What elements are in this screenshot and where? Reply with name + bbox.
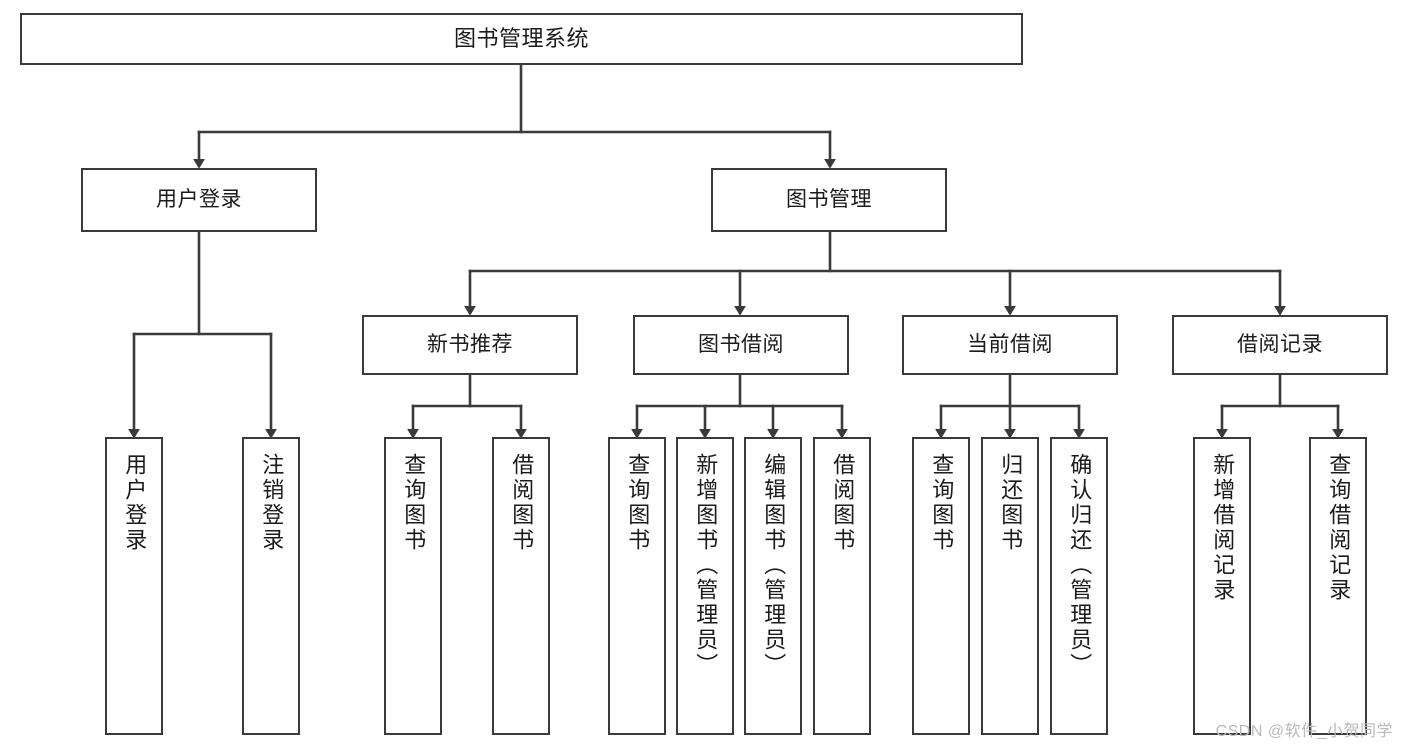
watermark-text: CSDN @软件_小贺同学	[1215, 723, 1393, 740]
node-leaf-record-query[interactable]: 查询借阅记录	[1309, 437, 1367, 735]
node-label: 借阅图书	[830, 453, 856, 553]
node-label: 用户登录	[156, 188, 242, 212]
node-leaf-user-login[interactable]: 用户登录	[105, 437, 163, 735]
node-leaf-record-add[interactable]: 新增借阅记录	[1193, 437, 1251, 735]
node-新书推荐[interactable]: 新书推荐	[362, 315, 578, 375]
node-label: 确认归还（管理员）	[1067, 453, 1093, 678]
node-label: 图书管理	[786, 188, 872, 212]
node-label: 新增借阅记录	[1210, 453, 1236, 603]
node-leaf-current-query[interactable]: 查询图书	[912, 437, 970, 735]
node-当前借阅[interactable]: 当前借阅	[902, 315, 1118, 375]
node-leaf-newbook-query[interactable]: 查询图书	[384, 437, 442, 735]
node-借阅记录[interactable]: 借阅记录	[1172, 315, 1388, 375]
node-leaf-borrow-add[interactable]: 新增图书（管理员）	[676, 437, 734, 735]
node-leaf-current-return[interactable]: 归还图书	[981, 437, 1039, 735]
node-leaf-borrow-edit[interactable]: 编辑图书（管理员）	[744, 437, 802, 735]
node-label: 新书推荐	[427, 333, 513, 357]
node-图书管理[interactable]: 图书管理	[711, 168, 947, 232]
node-leaf-current-confirm[interactable]: 确认归还（管理员）	[1050, 437, 1108, 735]
node-label: 图书管理系统	[453, 25, 589, 51]
node-label: 借阅记录	[1237, 333, 1323, 357]
node-label: 查询图书	[401, 453, 427, 553]
node-label: 当前借阅	[967, 333, 1053, 357]
node-用户登录[interactable]: 用户登录	[81, 168, 317, 232]
node-图书借阅[interactable]: 图书借阅	[633, 315, 849, 375]
node-label: 归还图书	[998, 453, 1024, 553]
node-leaf-user-logout[interactable]: 注销登录	[242, 437, 300, 735]
node-leaf-borrow-query[interactable]: 查询图书	[608, 437, 666, 735]
node-label: 借阅图书	[509, 453, 535, 553]
node-label: 查询图书	[625, 453, 651, 553]
node-root-图书管理系统[interactable]: 图书管理系统	[20, 13, 1023, 65]
node-label: 图书借阅	[698, 333, 784, 357]
node-leaf-borrow-take[interactable]: 借阅图书	[813, 437, 871, 735]
node-label: 查询图书	[929, 453, 955, 553]
node-label: 用户登录	[122, 453, 148, 553]
node-label: 注销登录	[259, 453, 285, 553]
node-label: 查询借阅记录	[1326, 453, 1352, 603]
node-label: 编辑图书（管理员）	[761, 453, 787, 678]
node-label: 新增图书（管理员）	[693, 453, 719, 678]
node-leaf-newbook-borrow[interactable]: 借阅图书	[492, 437, 550, 735]
